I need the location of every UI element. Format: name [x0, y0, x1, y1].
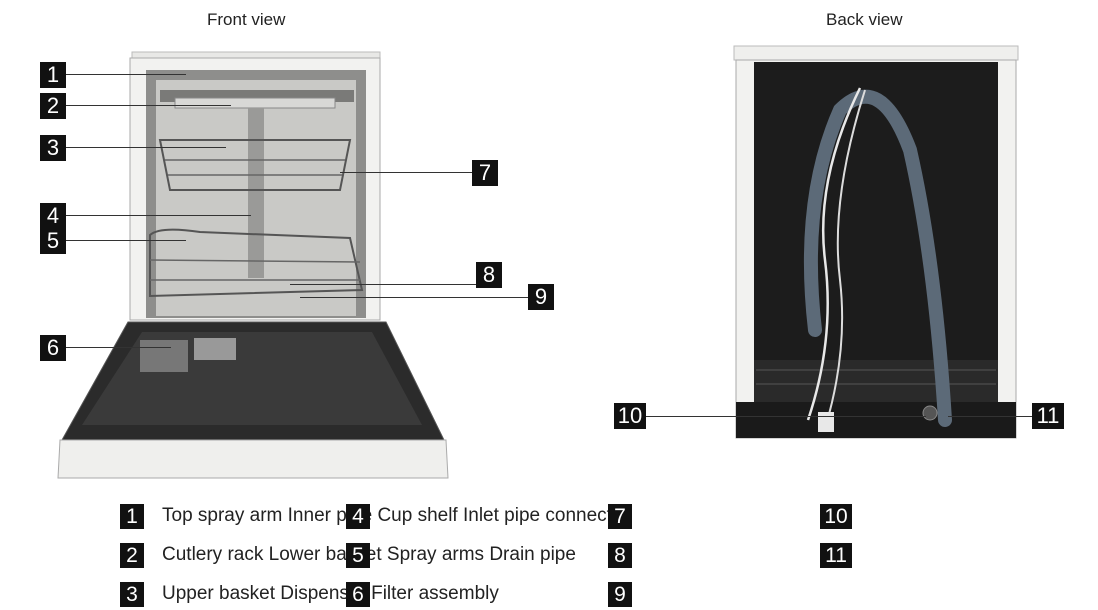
leader-line-4 [66, 215, 251, 216]
front-dishwasher [57, 51, 449, 479]
legend-badge-4: 4 [346, 504, 370, 529]
leader-line-3 [66, 147, 226, 148]
callout-badge-7: 7 [472, 160, 498, 186]
leader-line-8 [290, 284, 476, 285]
leader-line-7 [340, 172, 472, 173]
legend-badge-6: 6 [346, 582, 370, 607]
legend-badge-9: 9 [608, 582, 632, 607]
leader-line-6 [66, 347, 171, 348]
leader-line-10 [646, 416, 926, 417]
leader-line-1 [66, 74, 186, 75]
back-dishwasher [733, 45, 1019, 439]
legend-badge-7: 7 [608, 504, 632, 529]
legend-badge-2: 2 [120, 543, 144, 568]
leader-line-5 [66, 240, 186, 241]
callout-badge-3: 3 [40, 135, 66, 161]
callout-badge-6: 6 [40, 335, 66, 361]
callout-badge-10: 10 [614, 403, 646, 429]
leader-line-2 [66, 105, 231, 106]
legend-badge-5: 5 [346, 543, 370, 568]
legend-row-3: Upper basket Dispenser Filter assembly [162, 583, 499, 604]
back-view-title: Back view [826, 10, 903, 29]
callout-badge-4: 4 [40, 203, 66, 229]
legend-badge-11: 11 [820, 543, 852, 568]
callout-badge-8: 8 [476, 262, 502, 288]
legend-badge-10: 10 [820, 504, 852, 529]
leader-line-9 [300, 297, 528, 298]
callout-badge-9: 9 [528, 284, 554, 310]
callout-badge-11: 11 [1032, 403, 1064, 429]
front-view-title: Front view [207, 10, 286, 29]
legend-badge-8: 8 [608, 543, 632, 568]
leader-line-11 [948, 416, 1032, 417]
callout-badge-1: 1 [40, 62, 66, 88]
legend-badge-3: 3 [120, 582, 144, 607]
callout-badge-2: 2 [40, 93, 66, 119]
callout-badge-5: 5 [40, 228, 66, 254]
legend-badge-1: 1 [120, 504, 144, 529]
legend-row-1: Top spray arm Inner pipe Cup shelf Inlet… [162, 505, 629, 526]
